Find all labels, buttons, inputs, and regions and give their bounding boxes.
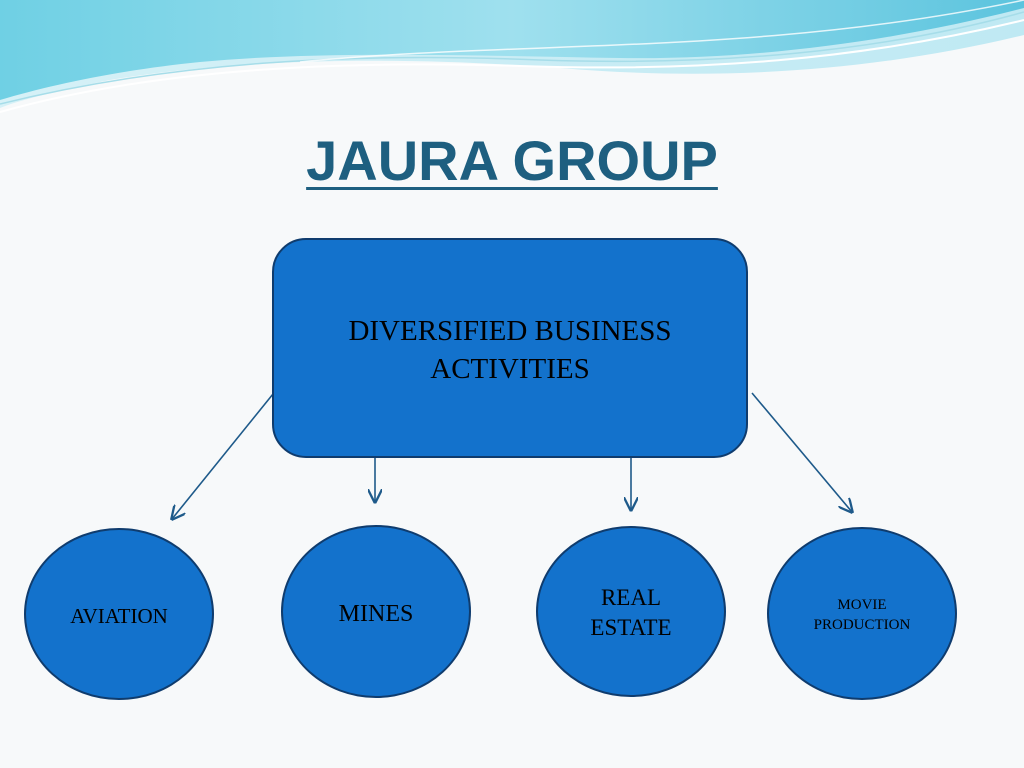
child-node-label: MINES <box>338 601 414 627</box>
root-node-label: DIVERSIFIED BUSINESS ACTIVITIES <box>348 315 672 385</box>
slide-title: JAURA GROUP <box>0 128 1024 193</box>
child-node-label: REAL ESTATE <box>590 585 672 640</box>
child-node-label: AVIATION <box>70 604 168 628</box>
child-node-real-estate: REAL ESTATE <box>536 526 726 697</box>
child-node-label: MOVIE PRODUCTION <box>813 597 911 633</box>
wave-band-front <box>0 0 1024 100</box>
child-node-movie-production: MOVIE PRODUCTION <box>767 527 957 700</box>
arrow-to-aviation <box>172 393 274 519</box>
decorative-wave-banner <box>0 0 1024 113</box>
wave-line-3 <box>299 0 1024 63</box>
wave-line-1 <box>0 19 1024 113</box>
arrow-to-movie-production <box>751 392 852 512</box>
child-node-aviation: AVIATION <box>24 528 214 700</box>
slide-title-text: JAURA GROUP <box>306 129 718 192</box>
wave-line-2 <box>0 11 1024 105</box>
child-node-mines: MINES <box>281 525 471 698</box>
root-node-diversified-business: DIVERSIFIED BUSINESS ACTIVITIES <box>272 238 748 458</box>
